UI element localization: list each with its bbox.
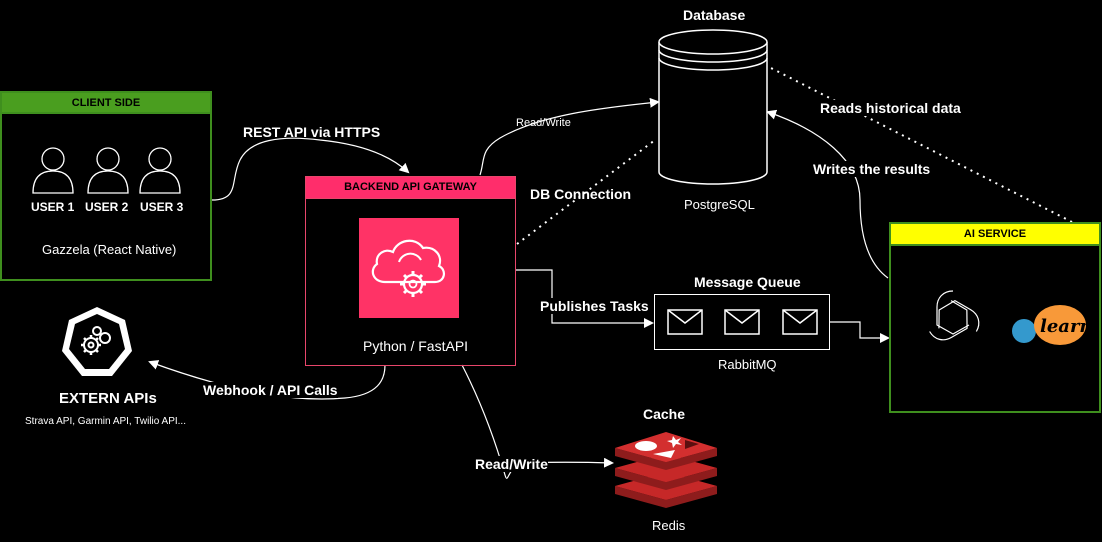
user-2-icon <box>87 147 129 194</box>
database-title: Database <box>683 7 746 23</box>
client-app-label: Gazzela (React Native) <box>42 242 177 257</box>
envelope-icon-2 <box>724 309 760 335</box>
db-connection-connector <box>516 139 656 245</box>
user-3-label: USER 3 <box>140 200 184 214</box>
webhook-label: Webhook / API Calls <box>203 382 338 398</box>
cache-caption: Redis <box>652 518 686 533</box>
backend-gateway-box: BACKEND API GATEWAY <box>305 176 516 366</box>
ai-service-header: AI SERVICE <box>891 224 1099 246</box>
database-caption: PostgreSQL <box>684 197 755 212</box>
queue-ai-connector <box>829 321 890 343</box>
extern-apis-caption: Strava API, Garmin API, Twilio API... <box>25 416 186 427</box>
gateway-caption: Python / FastAPI <box>363 338 469 354</box>
cache-readwrite-connector <box>461 364 614 479</box>
envelope-icon-1 <box>667 309 703 335</box>
publishes-connector <box>515 269 654 328</box>
envelope-icon-3 <box>782 309 818 335</box>
writes-results-connector <box>766 109 889 279</box>
rest-connector <box>211 137 410 201</box>
backend-gateway-header: BACKEND API GATEWAY <box>306 177 515 199</box>
kubernetes-gear-icon <box>62 307 132 376</box>
openai-logo-icon <box>924 288 982 348</box>
db-connection-label: DB Connection <box>530 186 632 202</box>
reads-historical-label: Reads historical data <box>820 100 961 116</box>
publishes-tasks-label: Publishes Tasks <box>540 298 649 314</box>
client-side-header: CLIENT SIDE <box>2 93 210 114</box>
user-2-label: USER 2 <box>85 200 129 214</box>
user-1-label: USER 1 <box>31 200 75 214</box>
redis-logo-icon <box>615 432 717 508</box>
extern-apis-title: EXTERN APIs <box>59 390 157 407</box>
rest-api-label: REST API via HTTPS <box>243 124 381 140</box>
reads-historical-connector <box>770 67 1073 223</box>
cloud-gear-icon <box>371 239 445 297</box>
client-side-box: CLIENT SIDE <box>0 91 212 281</box>
queue-title: Message Queue <box>694 274 801 290</box>
sklearn-logo-text: learn <box>1040 316 1093 337</box>
db-readwrite-label: Read/Write <box>516 117 571 129</box>
cache-readwrite-label: Read/Write <box>475 456 548 472</box>
writes-results-label: Writes the results <box>813 161 931 177</box>
webhook-connector <box>148 360 386 400</box>
queue-caption: RabbitMQ <box>718 357 777 372</box>
ai-service-box: AI SERVICE <box>889 222 1101 413</box>
sklearn-logo-icon <box>1012 305 1086 345</box>
message-queue-box <box>654 294 830 350</box>
database-cylinder-icon <box>658 29 768 185</box>
user-1-icon <box>32 147 74 194</box>
cache-title: Cache <box>643 406 686 422</box>
gateway-icon-tile <box>359 218 459 318</box>
db-readwrite-connector <box>479 97 660 176</box>
user-3-icon <box>139 147 181 194</box>
